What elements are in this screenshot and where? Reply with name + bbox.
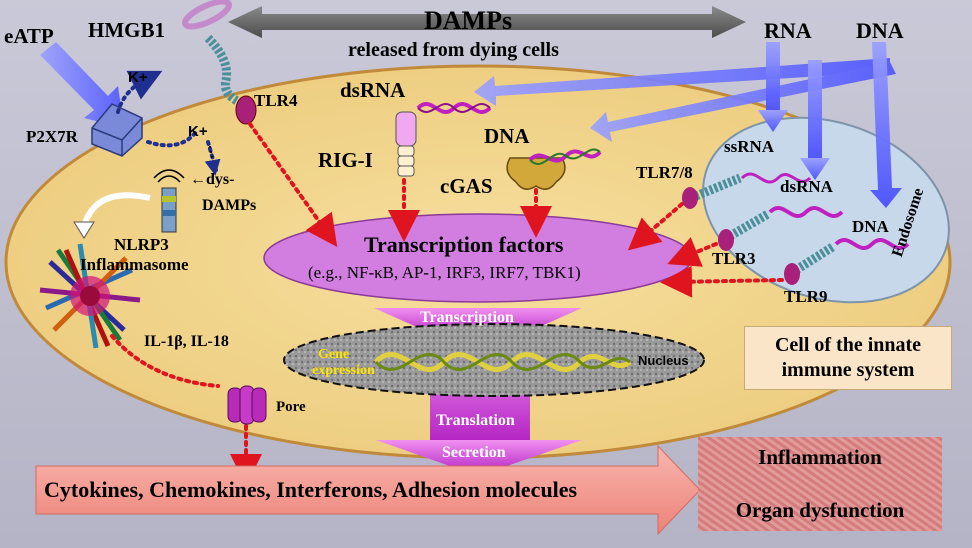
- cell-type-line2: immune system: [781, 359, 915, 381]
- nucleus: [283, 323, 705, 397]
- tlr3-label: TLR3: [712, 249, 756, 268]
- rna-label: RNA: [764, 18, 812, 43]
- dna-label-endo: DNA: [852, 217, 889, 236]
- nlrp3-label: NLRP3: [114, 235, 169, 254]
- p2x7r-channel: [91, 103, 143, 157]
- gene-label-2: expression: [312, 363, 375, 378]
- pore-channel: [227, 385, 267, 425]
- inflammation-label: Inflammation: [758, 445, 882, 469]
- il-label: IL-1β, IL-18: [144, 333, 229, 350]
- hmgb1-molecule: [181, 0, 233, 30]
- dys-damps-label-2: DAMPs: [202, 197, 257, 214]
- ssrna-label: ssRNA: [724, 137, 775, 156]
- pore-label: Pore: [276, 399, 306, 415]
- damps-title: DAMPs: [424, 6, 513, 35]
- dna-label-cyto: DNA: [484, 124, 530, 148]
- inflammasome-complex: [39, 243, 141, 349]
- tlr4-receptor: [204, 34, 257, 125]
- gene-label-1: Gene: [318, 347, 350, 362]
- p2x7r-label: P2X7R: [26, 127, 78, 146]
- secretion-arrow: [376, 440, 582, 476]
- cell-type-box: Cell of the innate immune system: [744, 326, 952, 390]
- tlr9-label: TLR9: [784, 287, 828, 306]
- damps-subtitle: released from dying cells: [348, 39, 559, 61]
- dsrna-label-cyto: dsRNA: [340, 78, 406, 102]
- transcription-label: Transcription: [420, 309, 514, 326]
- cell-type-line1: Cell of the innate: [774, 334, 922, 356]
- organ-dysfunction-label: Organ dysfunction: [735, 498, 905, 522]
- rig-i-receptor: [395, 111, 417, 177]
- output-arrow-text: Cytokines, Chemokines, Interferons, Adhe…: [44, 477, 578, 502]
- dys-damps-label-1: ←dys-: [190, 171, 235, 188]
- eatp-arrow: [40, 42, 124, 128]
- signal-arrows: [110, 122, 784, 486]
- tlr3-receptor: [718, 206, 844, 251]
- cyto-dna-helix-2: [529, 148, 601, 165]
- outcome-box: Inflammation Organ dysfunction: [698, 437, 942, 531]
- k-plus-label-2: K+: [188, 123, 208, 140]
- tlr78-receptor: [682, 172, 812, 209]
- tf-title: Transcription factors: [364, 232, 564, 257]
- dsrna-label-endo: dsRNA: [780, 177, 833, 196]
- translation-label: Translation: [436, 412, 515, 429]
- k-efflux-1: [116, 70, 163, 114]
- cgas-enzyme: [506, 157, 566, 190]
- nucleus-label: Nucleus: [638, 353, 689, 368]
- tlr4-label: TLR4: [254, 91, 298, 110]
- rig-i-label: RIG-I: [318, 148, 373, 172]
- secretion-label: Secretion: [442, 444, 506, 461]
- endosome-arrows: [758, 42, 902, 208]
- k-plus-label-1: K+: [128, 69, 148, 86]
- cgas-label: cGAS: [440, 174, 493, 198]
- tlr78-label: TLR7/8: [636, 163, 693, 182]
- gene-dna-helix-2: [374, 353, 631, 371]
- eatp-label: eATP: [4, 24, 54, 48]
- damps-double-arrow: [228, 6, 746, 38]
- inflammasome-label: Inflammasome: [80, 255, 189, 274]
- nlrp3-stack: [153, 169, 185, 233]
- hmgb1-label: HMGB1: [88, 18, 165, 42]
- tlr9-receptor: [784, 238, 910, 285]
- dna-label-top: DNA: [856, 18, 904, 43]
- nlrp3-curved-arrow-head: [73, 221, 95, 239]
- tf-examples: (e.g., NF-κB, AP-1, IRF3, IRF7, TBK1): [308, 263, 581, 282]
- output-arrow: [35, 444, 701, 536]
- nlrp3-curved-arrow: [81, 192, 151, 227]
- transcription-factors-ellipse: [263, 213, 693, 303]
- dsrna-helix-2: [417, 102, 491, 114]
- k-efflux-black: [204, 145, 221, 176]
